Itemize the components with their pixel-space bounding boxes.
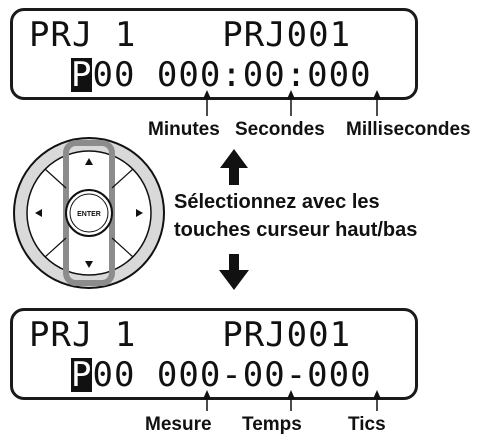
cursor-pad-icon: ENTER	[13, 137, 165, 289]
lcd-bottom-line-2: P00 000-00-000	[71, 358, 372, 392]
label-measure: Mesure	[145, 414, 212, 435]
instruction-line-1: Sélectionnez avec les	[174, 191, 380, 213]
lcd-top-line-2-text: 00 000:00:000	[92, 55, 372, 95]
pointer-arrow-milliseconds	[373, 90, 381, 116]
pointer-arrow-ticks	[373, 390, 381, 411]
pointer-arrow-beat	[287, 390, 295, 411]
cursor-down-icon	[85, 261, 93, 268]
lcd-display-bottom: PRJ 1 PRJ001 P00 000-00-000	[10, 308, 418, 400]
label-ticks: Tics	[348, 414, 386, 435]
cursor-up-icon	[85, 158, 93, 165]
lcd-top-line-1: PRJ 1 PRJ001	[29, 15, 352, 55]
cursor-left-icon	[35, 209, 42, 217]
pointer-arrow-seconds	[287, 90, 295, 116]
arrow-up-icon	[220, 149, 248, 185]
label-seconds: Secondes	[235, 119, 325, 140]
label-beat: Temps	[242, 414, 302, 435]
label-milliseconds: Millisecondes	[346, 119, 471, 140]
enter-key-label: ENTER	[77, 211, 101, 218]
cursor-right-icon	[136, 209, 143, 217]
label-minutes: Minutes	[148, 119, 220, 140]
lcd-bottom-line-1: PRJ 1 PRJ001	[29, 315, 352, 355]
arrow-down-icon	[219, 254, 249, 290]
instruction-line-2: touches curseur haut/bas	[174, 219, 418, 241]
pointer-arrow-measure	[203, 390, 211, 411]
lcd-cursor-block: P	[71, 55, 93, 95]
lcd-bottom-line-2-text: 00 000-00-000	[92, 355, 372, 395]
lcd-top-line-2: P00 000:00:000	[71, 58, 372, 92]
lcd-display-top: PRJ 1 PRJ001 P00 000:00:000	[10, 8, 418, 100]
pointer-arrow-minutes	[203, 90, 211, 116]
lcd-cursor-block: P	[71, 355, 93, 395]
